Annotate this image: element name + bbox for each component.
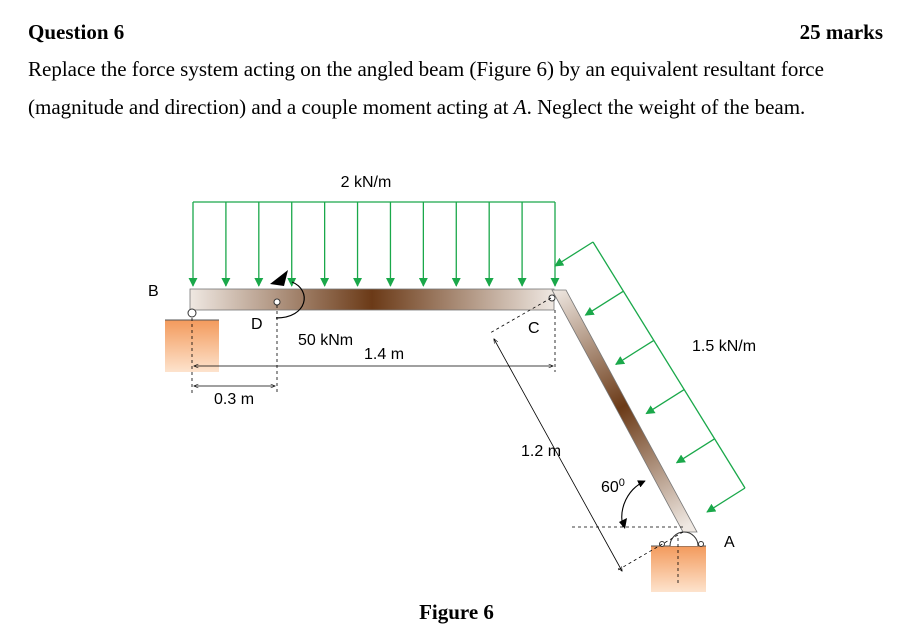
label-load-inclined: 1.5 kN/m (692, 338, 756, 355)
dim-line-inclined (494, 339, 622, 571)
question-marks: 25 marks (799, 20, 883, 44)
beam-inclined (551, 289, 698, 533)
pin-b (187, 308, 197, 318)
label-angle-value: 60 (601, 479, 619, 496)
figure-caption: Figure 6 (419, 600, 494, 624)
distributed-load-horizontal (188, 201, 560, 287)
question-text: Replace the force system acting on the a… (28, 50, 898, 126)
beam-horizontal (189, 288, 555, 311)
dim-ext-incl-bottom (617, 531, 684, 571)
label-couple-moment: 50 kNm (298, 332, 353, 349)
label-length-horizontal: 1.4 m (364, 346, 404, 363)
point-d-marker (273, 298, 281, 306)
load-arrow-inclined (584, 290, 624, 316)
support-left (165, 320, 219, 372)
label-b: B (148, 283, 159, 300)
couple-moment-arrowhead (270, 270, 288, 286)
angle-arc-head-bottom (619, 518, 627, 529)
question-point-a: A (513, 95, 527, 119)
point-c-marker (548, 294, 556, 302)
couple-moment-curve (275, 281, 305, 319)
question-text-part1: Replace the force system acting on the a… (28, 57, 824, 119)
question-text-part2: . Neglect the weight of the beam. (526, 95, 806, 119)
distributed-load-inclined (554, 241, 746, 513)
distributed-load-inclined-arrows (554, 241, 746, 513)
label-load-horizontal: 2 kN/m (341, 174, 392, 191)
pin-a (669, 531, 699, 547)
load-arrow-inclined (615, 339, 655, 365)
label-a: A (724, 534, 735, 551)
distributed-load-horizontal-arrows (188, 202, 560, 287)
label-length-bd: 0.3 m (214, 391, 254, 408)
label-d: D (251, 316, 263, 333)
label-c: C (528, 320, 540, 337)
load-arrow-inclined (675, 438, 715, 464)
load-arrow-inclined (706, 487, 746, 513)
label-angle-unit: 0 (619, 477, 625, 489)
question-title: Question 6 (28, 20, 125, 44)
support-right (651, 546, 706, 592)
label-angle: 600 (601, 477, 625, 496)
bolt-right (698, 541, 704, 547)
label-length-inclined: 1.2 m (521, 443, 561, 460)
load-arrow-inclined (554, 241, 594, 267)
load-arrow-inclined (645, 389, 685, 415)
